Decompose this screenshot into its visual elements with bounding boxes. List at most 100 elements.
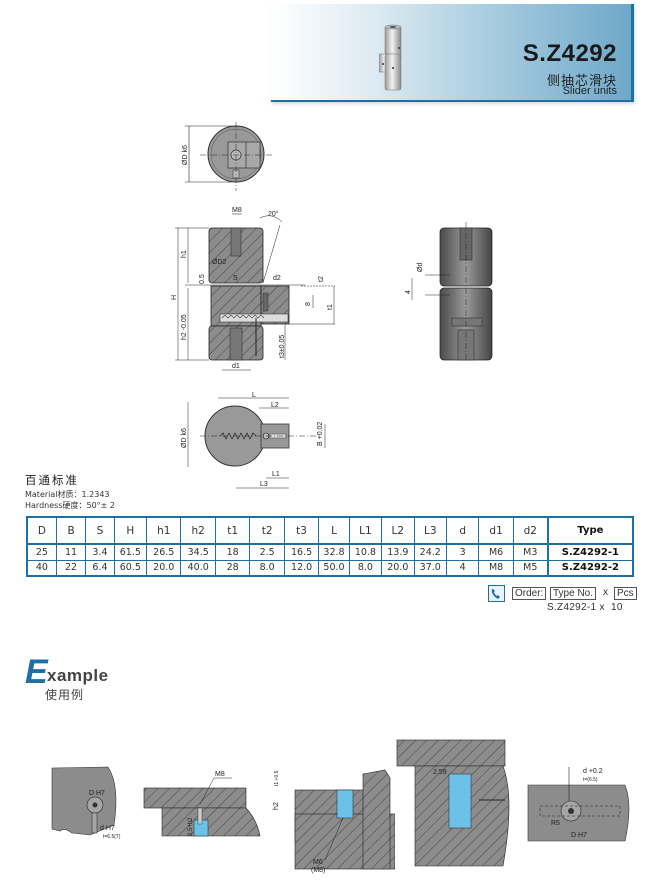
table-cell: 18 [214,543,251,561]
table-cell: 20.0 [146,559,182,577]
svg-text:h2 -0.05: h2 -0.05 [181,314,188,340]
svg-text:0.5: 0.5 [199,274,206,284]
svg-text:H: H [171,295,178,300]
table-cell: 28 [214,559,251,577]
col-header: B [55,516,87,545]
table-cell: 24.2 [413,543,447,561]
col-header: H [113,516,148,545]
svg-text:h2: h2 [273,802,280,810]
col-header: t2 [249,516,285,545]
table-cell: 6.4 [85,559,115,577]
table-cell: 13.9 [381,543,415,561]
table-cell: 10.8 [348,543,383,561]
svg-text:M8: M8 [232,207,242,214]
svg-text:S: S [233,275,238,282]
product-title-en: Slider units [562,85,617,97]
svg-text:d2: d2 [273,275,281,282]
table-cell: 40.0 [180,559,216,577]
phone-icon [488,585,505,602]
hardness-label: Hardness硬度： [25,501,87,510]
col-header: t1 [214,516,251,545]
hardness-line: Hardness硬度：50°± 2 [25,500,115,511]
section-view-drawing: M8 20° h1 H 0.5 h2 -0.05 ØD2 S d2 t2 8 t… [171,207,335,371]
table-header-row: D B S H h1 h2 t1 t2 t3 L L1 L2 L3 d d1 d… [26,516,634,545]
col-header: S [85,516,115,545]
svg-text:d H7: d H7 [100,825,115,832]
svg-text:D H7: D H7 [89,790,105,797]
times-sign: x [603,587,608,598]
col-header: d [445,516,480,545]
pcs-label: Pcs [614,587,637,600]
svg-text:8: 8 [305,302,312,306]
col-header: t3 [283,516,320,545]
svg-text:20°: 20° [268,210,279,218]
material-value: 1.2343 [81,490,110,499]
col-header: h1 [146,516,182,545]
table-cell: M6 [478,543,514,561]
side-view-drawing: Ød 4 [405,222,493,361]
example-figure-5: d +0.2 t=(6.5) R5 D H7 [527,767,630,842]
hardness-value: 50°± 2 [86,501,115,510]
table-cell: 60.5 [113,559,148,577]
table-row: 40 22 6.4 60.5 20.0 40.0 28 8.0 12.0 50.… [26,559,634,577]
svg-text:d1: d1 [232,363,240,370]
table-cell: 12.0 [283,559,320,577]
svg-text:(M8): (M8) [311,867,325,874]
top-view-drawing: ØD k6 [182,122,272,191]
material-label: Material材质： [25,490,82,499]
type-cell: S.Z4292-1 [546,543,634,561]
standard-title: 百通标准 [25,473,79,487]
table-cell: 61.5 [113,543,148,561]
svg-text:ØD2: ØD2 [212,259,227,266]
example-title: xample [47,666,109,685]
table-cell: M3 [512,543,549,561]
table-cell: 37.0 [413,559,447,577]
svg-text:0.5+h2: 0.5+h2 [188,817,194,836]
table-cell: M5 [512,559,549,577]
svg-text:R5: R5 [551,820,560,827]
order-example-type: S.Z4292-1 [547,602,597,613]
example-figure-4: 2.59 [396,739,510,867]
col-header: d2 [512,516,549,545]
table-cell: 34.5 [180,543,216,561]
slider-unit-photo [379,24,402,91]
table-cell: 11 [55,543,87,561]
svg-text:t1 +0.5: t1 +0.5 [274,770,280,786]
col-header: L2 [381,516,415,545]
table-cell: 8.0 [348,559,383,577]
order-example-times: x [599,602,605,613]
svg-text:t=6.5(7): t=6.5(7) [103,834,121,840]
table-cell: 32.8 [318,543,350,561]
svg-text:4: 4 [405,290,412,294]
table-cell: 26.5 [146,543,182,561]
example-figure-1: D H7 d H7 t=6.5(7) [51,766,121,840]
col-header: d1 [478,516,514,545]
table-cell: 2.5 [249,543,285,561]
svg-text:t2: t2 [318,276,325,282]
col-header: D [26,516,57,545]
svg-text:L2: L2 [271,402,279,409]
svg-text:t=(6.5): t=(6.5) [583,777,598,783]
product-code: S.Z4292 [522,40,617,67]
table-cell: 3 [445,543,480,561]
svg-text:Ød: Ød [417,263,424,272]
svg-text:h1: h1 [181,250,188,258]
table-cell: 40 [26,559,57,577]
order-label: Order: [512,587,547,600]
table-cell: 50.0 [318,559,350,577]
table-cell: M8 [478,559,514,577]
header-banner: S.Z4292 侧抽芯滑块 Slider units [271,4,634,102]
table-cell: 8.0 [249,559,285,577]
example-title-cn: 使用例 [45,688,85,702]
svg-text:M6: M6 [313,859,323,866]
spec-table: D B S H h1 h2 t1 t2 t3 L L1 L2 L3 d d1 d… [26,516,634,577]
order-example-qty: 10 [610,602,623,613]
svg-text:L1: L1 [272,471,280,478]
col-header: L3 [413,516,447,545]
svg-text:ØD k6: ØD k6 [181,428,188,448]
svg-text:B +0.02: B +0.02 [317,422,324,446]
table-cell: 3.4 [85,543,115,561]
table-cell: 20.0 [381,559,415,577]
table-cell: 25 [26,543,57,561]
svg-text:M8: M8 [215,771,225,778]
